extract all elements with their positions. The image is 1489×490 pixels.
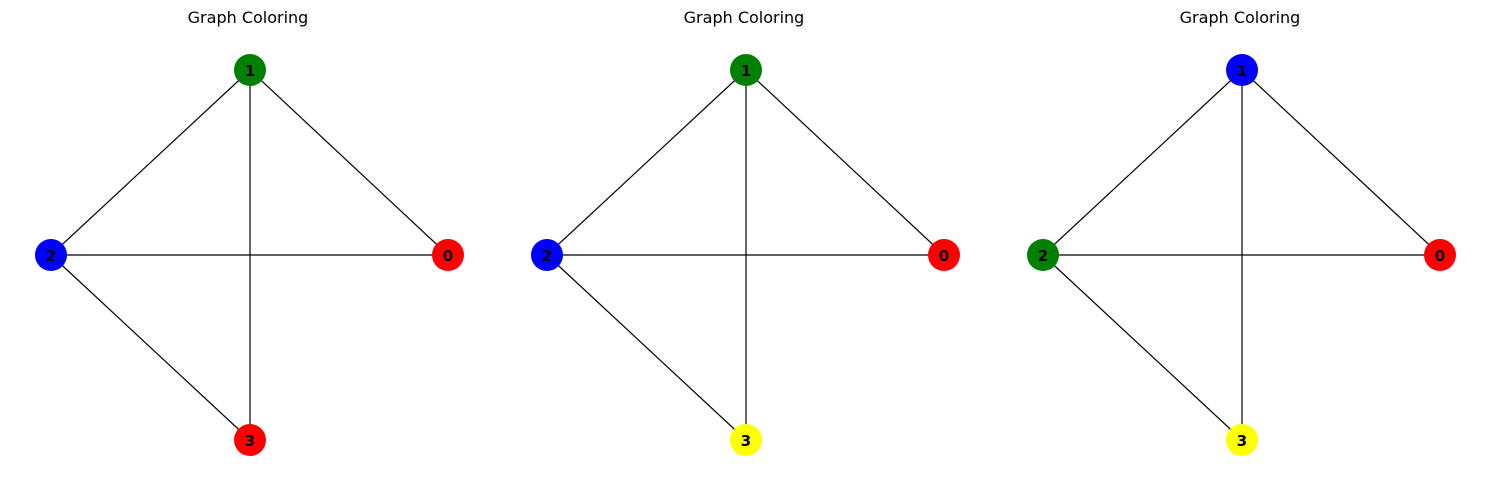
node-2 [531,239,563,271]
node-label-1: 1 [1237,62,1247,80]
node-label-1: 1 [245,62,255,80]
panel-title: Graph Coloring [187,8,309,27]
node-label-3: 3 [741,432,751,450]
panel-title: Graph Coloring [683,8,805,27]
graph-canvas: 0 1 2 3 [531,54,960,456]
node-label-0: 0 [1435,247,1445,265]
edge-1-2 [1042,69,1243,256]
edge-1-0 [249,69,449,256]
edge-2-3 [50,254,251,441]
node-label-3: 3 [245,432,255,450]
node-0 [928,239,960,271]
edge-2-3 [1042,254,1243,441]
node-3 [1226,424,1258,456]
graph-canvas: 0 1 2 3 [1027,54,1456,456]
node-label-0: 0 [939,247,949,265]
edge-1-2 [546,69,747,256]
node-1 [730,54,762,86]
node-label-2: 2 [1038,247,1048,265]
node-label-1: 1 [741,62,751,80]
graph-panel-1: Graph Coloring 0 1 2 3 [0,0,496,490]
edge-1-2 [50,69,251,256]
node-0 [432,239,464,271]
node-3 [730,424,762,456]
graph-panel-2: Graph Coloring 0 1 2 3 [496,0,992,490]
graph-canvas: 0 1 2 3 [35,54,464,456]
edge-1-0 [1241,69,1441,256]
node-1 [234,54,266,86]
graph-panel-3: Graph Coloring 0 1 2 3 [992,0,1488,490]
node-label-3: 3 [1237,432,1247,450]
node-1 [1226,54,1258,86]
node-2 [35,239,67,271]
edge-1-0 [745,69,945,256]
node-2 [1027,239,1059,271]
node-label-2: 2 [46,247,56,265]
panel-title: Graph Coloring [1179,8,1301,27]
node-label-0: 0 [443,247,453,265]
node-3 [234,424,266,456]
node-label-2: 2 [542,247,552,265]
node-0 [1424,239,1456,271]
edge-2-3 [546,254,747,441]
